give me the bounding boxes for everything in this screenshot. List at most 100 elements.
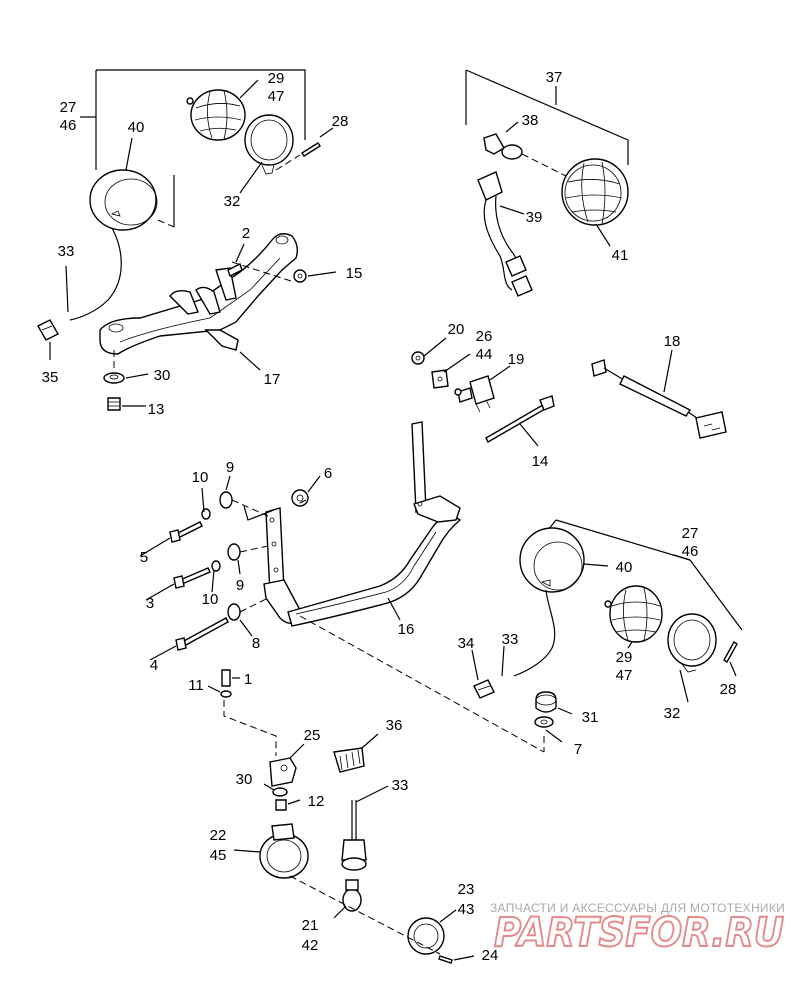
callout-47: 47: [268, 88, 285, 105]
callout-10-bottom: 10: [202, 591, 219, 608]
top-right-lamp-assembly: [465, 69, 629, 297]
screw-2: [227, 263, 243, 277]
callout-40-right: 40: [616, 559, 633, 576]
callout-29: 29: [268, 70, 285, 87]
callout-12: 12: [308, 793, 325, 810]
callout-10-top: 10: [192, 469, 209, 486]
callout-3: 3: [146, 595, 154, 612]
nut-13: [107, 397, 121, 411]
callout-39: 39: [526, 209, 543, 226]
callout-41: 41: [612, 247, 629, 264]
bulb-38: [483, 133, 523, 160]
watermark-tagline: ЗАПЧАСТИ И АКСЕССУАРЫ ДЛЯ МОТОТЕХНИКИ: [490, 901, 785, 915]
callout-33: 33: [58, 243, 75, 260]
callout-9-top: 9: [226, 459, 234, 476]
callout-26: 26: [476, 328, 493, 345]
lamp-41: [561, 158, 629, 226]
callout-24: 24: [482, 947, 499, 964]
callout-46: 46: [60, 117, 77, 134]
callout-9-bottom: 9: [236, 577, 244, 594]
mount-25: [269, 757, 297, 787]
wiring-harness-39: [477, 171, 533, 297]
washer-11: [220, 690, 232, 698]
callout-22: 22: [210, 827, 227, 844]
callout-5: 5: [140, 549, 148, 566]
socket-33-bottom: [341, 800, 367, 871]
callout-18: 18: [664, 333, 681, 350]
callout-14: 14: [532, 453, 549, 470]
callout-30: 30: [154, 367, 171, 384]
callout-23: 23: [458, 881, 475, 898]
washer-30-bottom: [272, 787, 288, 797]
callout-labels: 27 46 40 29 47 28 32 2 33 15 35 30 17 13…: [42, 69, 737, 964]
callout-15: 15: [346, 265, 363, 282]
cable-tie-14: [485, 395, 555, 443]
callout-43: 43: [458, 901, 475, 918]
switch-parts: [411, 337, 727, 447]
callout-19: 19: [508, 351, 525, 368]
switch-19: [454, 375, 495, 413]
callout-28-right: 28: [720, 681, 737, 698]
plate-26: [431, 369, 449, 389]
callout-17: 17: [264, 371, 281, 388]
callout-40: 40: [128, 119, 145, 136]
callout-25: 25: [304, 727, 321, 744]
nut-15: [293, 269, 307, 283]
washer-30: [103, 372, 125, 384]
connector-34: [473, 679, 495, 699]
callout-37: 37: [546, 69, 563, 86]
callout-32: 32: [224, 193, 241, 210]
callout-28: 28: [332, 113, 349, 130]
housing-22: [259, 823, 309, 879]
grommet-31: [535, 691, 557, 713]
callout-11: 11: [188, 677, 204, 694]
watermark-brand: PARTSFOR.RU: [494, 910, 784, 956]
watermark: ЗАПЧАСТИ И АКСЕССУАРЫ ДЛЯ МОТОТЕХНИКИ PA…: [490, 901, 785, 957]
callout-7: 7: [574, 741, 582, 758]
lamp-housing-40-right: [519, 527, 585, 593]
callout-1: 1: [244, 671, 252, 688]
callout-2: 2: [242, 225, 250, 242]
callout-31: 31: [582, 709, 599, 726]
callout-34: 34: [458, 635, 475, 652]
callout-47-right: 47: [616, 667, 633, 684]
clip-36: [333, 747, 365, 773]
screw-1: [221, 669, 231, 687]
fasteners-left: [169, 489, 309, 651]
callout-33-right: 33: [502, 631, 519, 648]
nut-12: [275, 799, 287, 811]
callout-33-bottom: 33: [392, 777, 409, 794]
trim-ring-32-right: [667, 613, 717, 673]
callout-44: 44: [476, 346, 493, 363]
bulb-21: [342, 879, 362, 912]
callout-46-right: 46: [682, 543, 699, 560]
bottom-marker-assembly: [207, 669, 475, 964]
callout-45: 45: [210, 847, 227, 864]
callout-6: 6: [324, 465, 332, 482]
light-bar-16: [263, 421, 462, 627]
screw-28: [301, 142, 321, 157]
callout-32-right: 32: [664, 705, 681, 722]
callout-21: 21: [302, 917, 319, 934]
lamp-housing-40: [89, 169, 158, 231]
callout-4: 4: [150, 657, 158, 674]
trim-ring-32: [244, 114, 294, 175]
callout-35: 35: [42, 369, 59, 386]
connector-35: [37, 319, 59, 341]
lens-23: [407, 917, 445, 955]
screw-28-right: [723, 640, 738, 664]
washer-7: [534, 716, 554, 728]
callout-27: 27: [60, 99, 77, 116]
callout-36: 36: [386, 717, 403, 734]
callout-38: 38: [522, 112, 539, 129]
nut-20: [411, 351, 425, 365]
callout-42: 42: [302, 937, 319, 954]
top-left-lamp-assembly: [37, 69, 337, 411]
right-lamp-assembly: [299, 519, 743, 753]
lamp-lens-29-right: [604, 585, 663, 643]
callout-27-right: 27: [682, 525, 699, 542]
callout-20: 20: [448, 321, 465, 338]
